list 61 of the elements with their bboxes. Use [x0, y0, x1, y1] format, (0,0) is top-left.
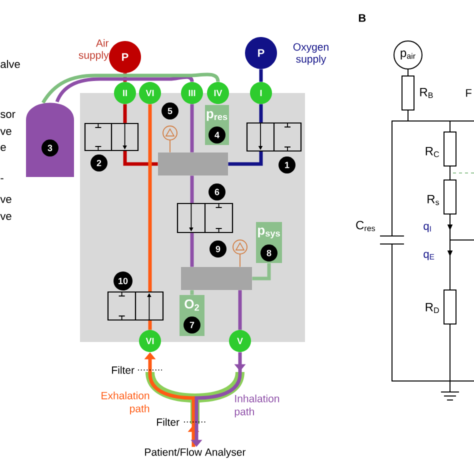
edge-label: Inhalation path	[234, 394, 280, 418]
wire	[450, 214, 474, 240]
number-badge: 1	[278, 156, 296, 174]
pump-symbol	[232, 240, 248, 254]
pipe	[123, 151, 158, 166]
tube	[55, 75, 194, 102]
wire	[450, 380, 474, 392]
pipe	[190, 233, 194, 267]
text-label: q$_{E}$	[424, 252, 434, 260]
valve-symbol	[246, 122, 302, 152]
pump-symbol	[162, 126, 178, 140]
component-label: R$_{s}$	[428, 194, 440, 206]
pipe	[228, 152, 263, 166]
patient-label: Patient/Flow Analyser	[145, 448, 246, 458]
text-label: sor	[0, 112, 16, 118]
text-label: alve	[0, 60, 20, 68]
pipe	[148, 104, 152, 292]
pipe	[123, 104, 127, 123]
pipe	[123, 73, 127, 82]
text-label: Filter	[112, 366, 134, 374]
supply-label: Air supply	[78, 39, 109, 61]
text-label: -	[0, 178, 4, 180]
sensor-box: p$_{sys}$ 8	[256, 222, 282, 263]
number-badge: 6	[208, 184, 226, 200]
component-label: R$_{D}$	[426, 302, 439, 314]
pipe	[259, 69, 263, 82]
text-label: q$_{I}$	[424, 224, 431, 232]
mixing-block	[181, 267, 252, 290]
pipe	[252, 263, 271, 280]
pressure-source: p$_{air}$	[394, 40, 422, 70]
supply-label: Oxygen supply	[293, 43, 328, 65]
pipe	[190, 176, 194, 203]
sensor-box: p$_{res}$ 4	[205, 105, 229, 145]
valve-symbol	[176, 202, 234, 234]
pipe	[190, 104, 194, 152]
number-badge: 9	[210, 240, 226, 258]
wire	[408, 110, 474, 122]
mixing-block	[158, 152, 228, 176]
edge-label: Exhalation path	[102, 392, 150, 414]
number-badge: 10	[114, 272, 132, 290]
text-label: ve	[0, 129, 12, 136]
text-label: Filter	[157, 418, 180, 426]
pipe	[238, 290, 242, 330]
component-label: R$_{B}$	[420, 88, 433, 98]
pipe	[148, 320, 152, 330]
valve-symbol	[84, 122, 139, 152]
text-label: ve	[0, 197, 12, 204]
valve-symbol	[107, 291, 164, 321]
reservoir: 3	[26, 102, 74, 177]
pipe	[190, 290, 194, 295]
sensor-box: O$_{2}$ 7	[180, 295, 204, 336]
text-label: F	[466, 89, 472, 97]
number-badge: 2	[90, 154, 108, 172]
number-badge: 5	[162, 102, 178, 120]
text-label: ve	[0, 214, 12, 220]
ground-symbol	[440, 392, 460, 400]
text-label: e	[0, 145, 6, 152]
pipe	[259, 104, 263, 122]
component-label: C$_{res}$	[356, 220, 376, 232]
text-label: B	[358, 14, 366, 22]
component-label: R$_{C}$	[426, 146, 439, 158]
